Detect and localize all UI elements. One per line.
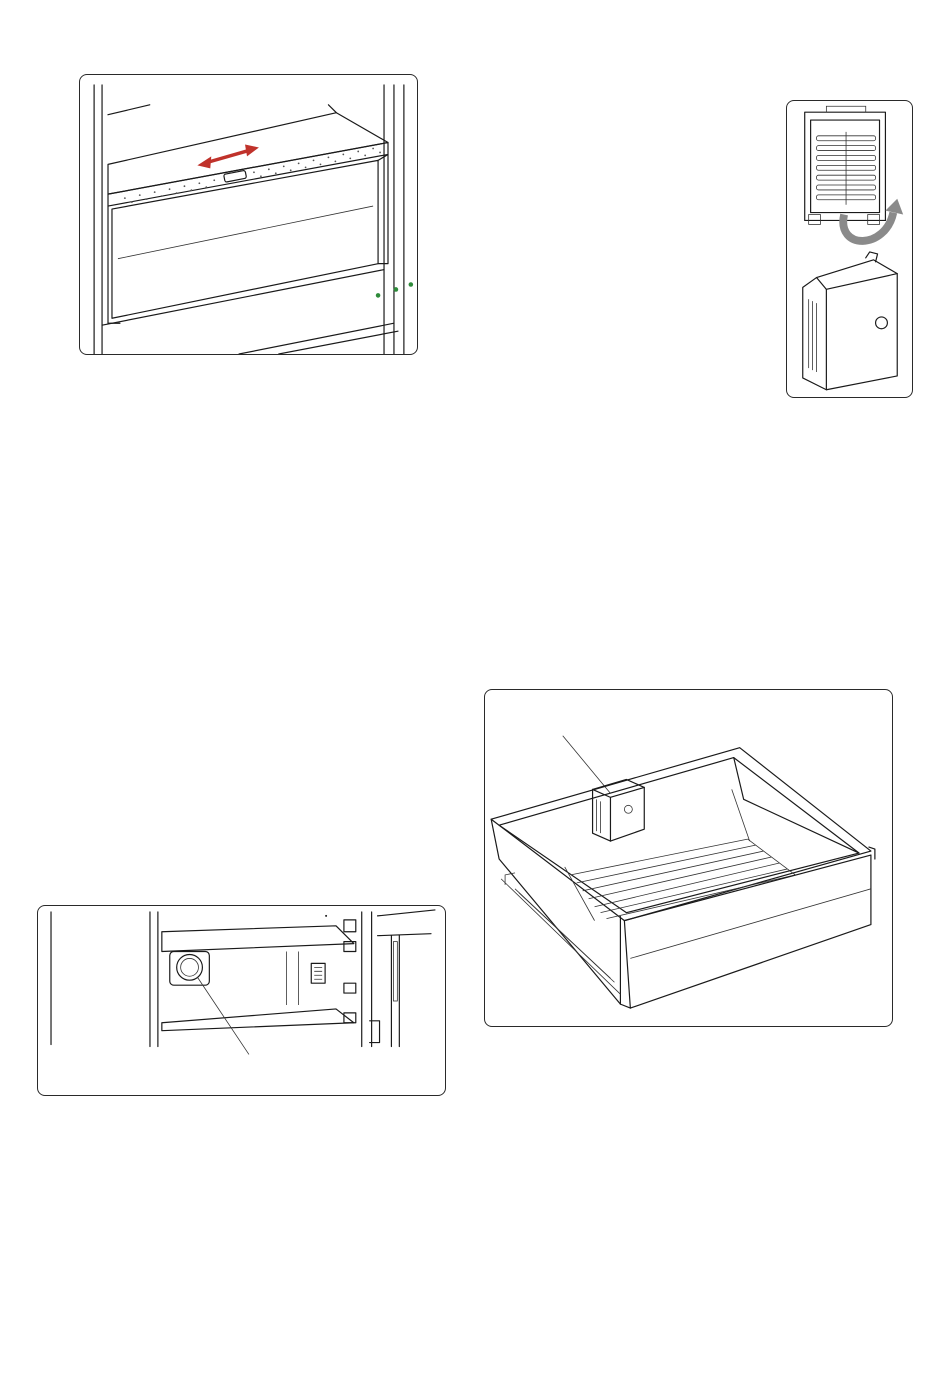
indicator-dot (409, 282, 414, 287)
crisper-cover-illustration (80, 75, 417, 354)
indicator-dot (394, 287, 399, 292)
fridge-interior-illustration (38, 906, 445, 1095)
filter-box-icon (593, 779, 645, 841)
floor-ribs (565, 839, 796, 921)
figure-filter-cartridge (786, 100, 913, 398)
figure-fridge-interior (37, 905, 446, 1096)
crisper-drawer-illustration (485, 690, 892, 1026)
side-vents (809, 299, 817, 372)
filter-round-icon (170, 952, 210, 986)
figure-crisper-drawer (484, 689, 893, 1027)
slide-arrow-icon (197, 145, 259, 169)
indicator-dot (376, 293, 381, 298)
figure-crisper-cover (79, 74, 418, 355)
side-rail (515, 889, 614, 982)
leaf-logo-icon (876, 317, 888, 329)
filter-cartridge-illustration (787, 101, 912, 397)
perforation-pattern (124, 148, 381, 203)
